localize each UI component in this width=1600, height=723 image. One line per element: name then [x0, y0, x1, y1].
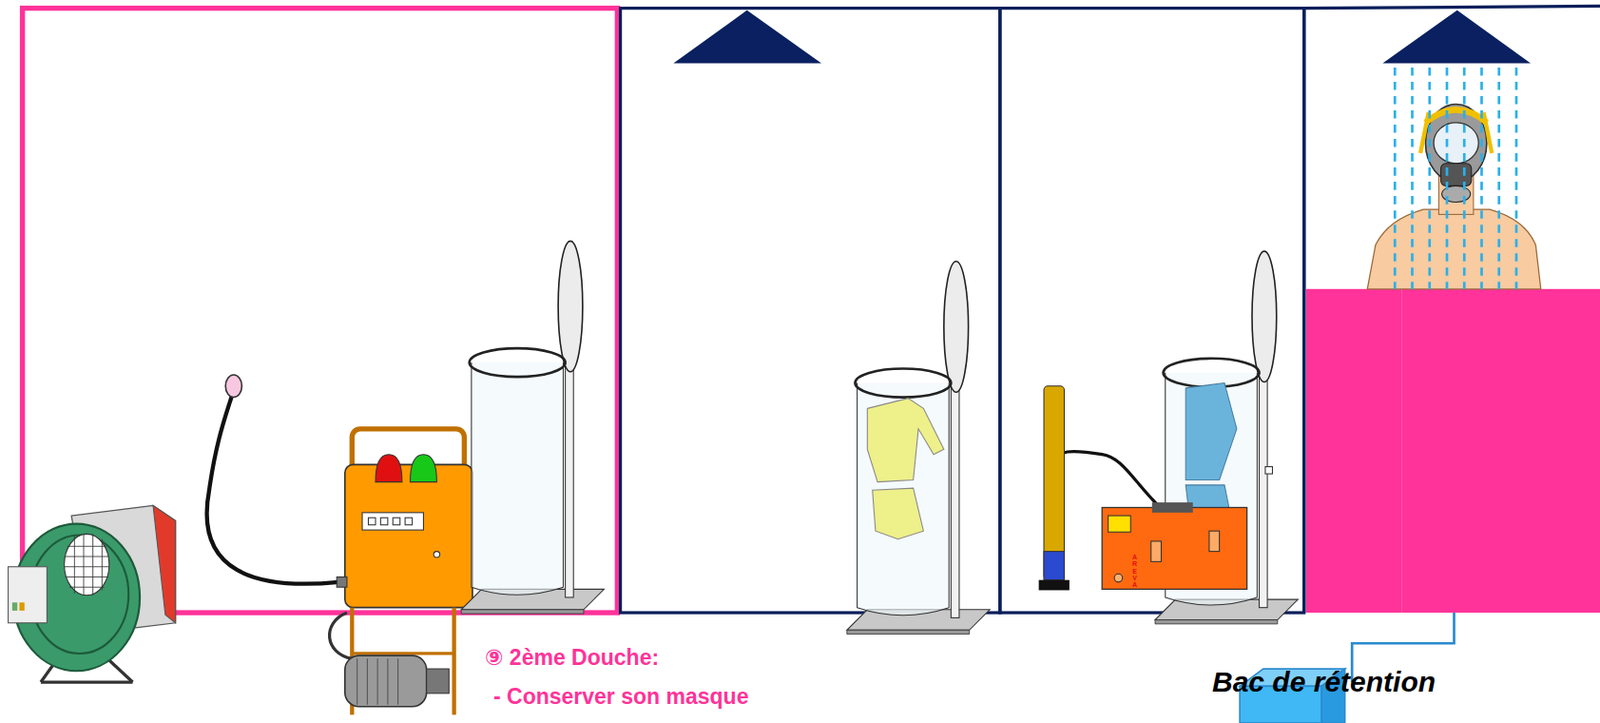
shower-wall [1402, 289, 1600, 613]
step-title: ⑨ 2ème Douche: [484, 644, 659, 670]
step-note: - Conserver son masque [493, 683, 749, 709]
extraction-fan [8, 504, 176, 682]
hose-nozzle [225, 374, 242, 398]
shower-head [673, 10, 822, 64]
shower-outline [1304, 5, 1600, 613]
yellow-clothing [867, 398, 945, 540]
waste-bag-stand [847, 261, 990, 635]
suction-hose [207, 392, 340, 583]
node-text: Bac de rétention [1212, 665, 1436, 697]
person-with-mask [1367, 104, 1541, 290]
blue-clothing [1185, 383, 1237, 511]
contamination-monitor [1039, 385, 1248, 591]
shower-water [1394, 67, 1517, 290]
vacuum-unit [329, 428, 473, 715]
shower-head [1382, 10, 1531, 64]
waste-bag-stand [461, 240, 604, 614]
retention-tank-label: Bac de rétention [1212, 665, 1436, 697]
brand-mark: AREVA [1131, 553, 1138, 589]
